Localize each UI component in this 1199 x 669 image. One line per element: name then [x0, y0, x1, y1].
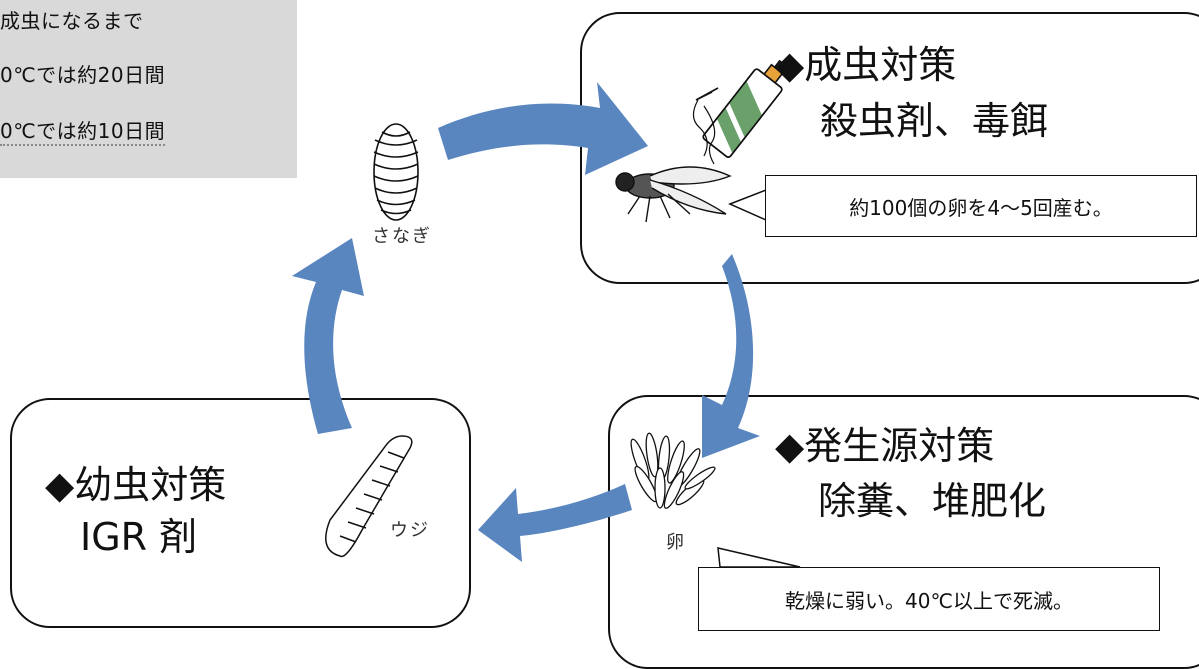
spray-can-illustration [692, 59, 786, 165]
adult-measures-list: 殺虫剤、毒餌 [820, 99, 1049, 143]
larva-measures-list: IGR 剤 [80, 515, 198, 559]
egg-cluster-illustration [630, 432, 716, 509]
arrow-larva-to-pupa [292, 238, 364, 434]
fly-illustration [615, 166, 732, 223]
adult-callout-tail [728, 188, 767, 222]
arrow-pupa-to-adult [438, 82, 648, 175]
larva-measures-title: ◆幼虫対策 [45, 463, 227, 507]
larva-measures-frame [10, 398, 471, 628]
note-line-3: 0℃では約10日間 [0, 115, 166, 146]
life-cycle-arrows [292, 59, 801, 568]
source-measures-title: ◆発生源対策 [775, 424, 995, 468]
adult-measures-title: ◆成虫対策 [775, 43, 957, 87]
egg-callout-tail [717, 547, 801, 568]
source-measures-list: 除糞、堆肥化 [818, 479, 1047, 523]
arrow-adult-to-egg [702, 254, 760, 458]
pupa-label: さなぎ [372, 226, 432, 247]
larva-label: ウジ [390, 520, 430, 541]
note-line-2: 0℃では約20日間 [0, 63, 166, 87]
adult-measures-frame [580, 12, 1199, 284]
larva-illustration [325, 435, 413, 558]
pupa-illustration [373, 123, 419, 221]
arrow-egg-to-larva [478, 484, 632, 562]
adult-callout: 約100個の卵を4～5回産む。 [765, 175, 1197, 237]
egg-callout: 乾燥に弱い。40℃以上で死滅。 [698, 567, 1160, 631]
development-note-box: 成虫になるまで 0℃では約20日間 0℃では約10日間 [0, 0, 297, 178]
note-line-1: 成虫になるまで [0, 9, 144, 33]
egg-label: 卵 [666, 532, 686, 553]
